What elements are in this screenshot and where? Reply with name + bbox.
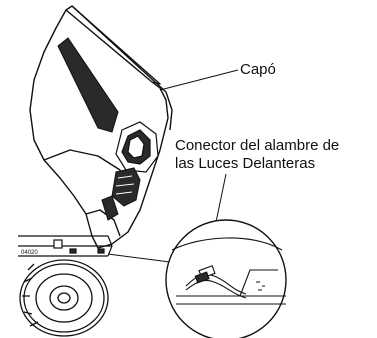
connector-callout-line-2: las Luces Delanteras [175, 155, 316, 172]
detail-pointer-line [107, 253, 171, 263]
hood-ridge [71, 5, 173, 131]
hood-leader-line [159, 69, 239, 91]
chassis-frame [18, 235, 113, 257]
front-wheel [19, 259, 109, 337]
hood-outline [29, 9, 169, 249]
connector-callout-line-1: Conector del alambre de [175, 137, 340, 154]
headlight-assembly [115, 121, 159, 173]
connector-detail-view [165, 219, 287, 338]
hood-vent [57, 37, 119, 133]
hood-callout-label: Capó [240, 61, 276, 78]
connector-callout-label: Conector del alambre de las Luces Delant… [175, 137, 339, 173]
hood-grille [101, 167, 141, 221]
figure-number: 04020 [21, 250, 38, 256]
